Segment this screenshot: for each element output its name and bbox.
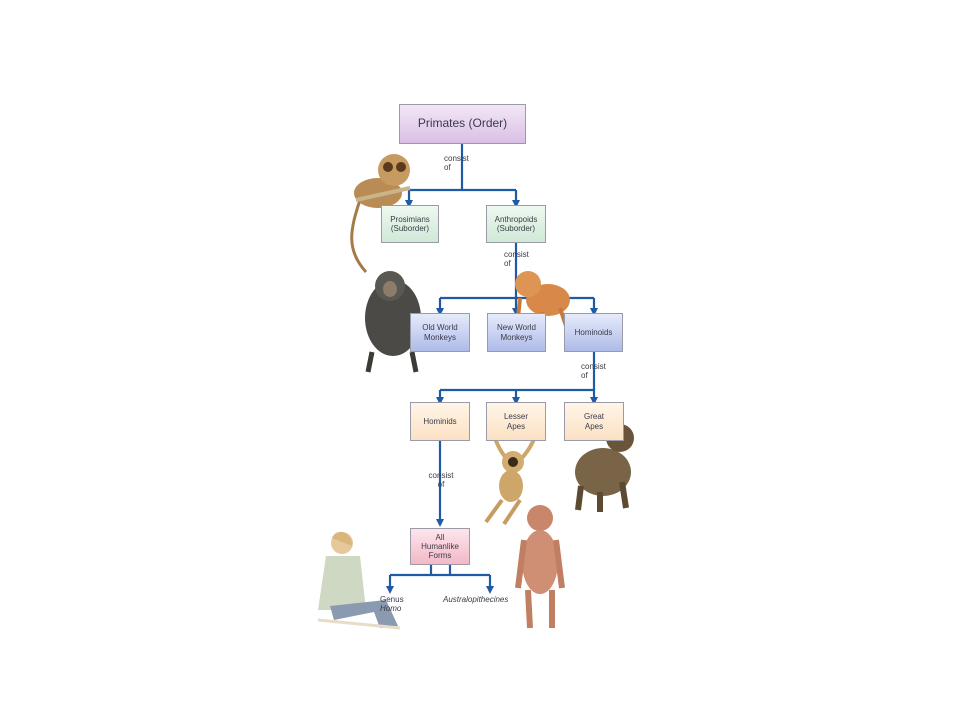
node-hominids: Hominids	[410, 402, 470, 441]
label-consist-of-3: consist of	[581, 362, 606, 380]
connectors	[386, 144, 598, 594]
node-lesser-apes-label: Lesser Apes	[503, 412, 528, 431]
new-world-monkey-illustration	[515, 271, 572, 345]
australopithecine-illustration	[515, 505, 565, 629]
node-new-world-monkeys-label: New World Monkeys	[497, 323, 536, 342]
node-anthropoids-label: Anthropoids (Suborder)	[494, 214, 538, 233]
node-old-world-monkeys-label: Old World Monkeys	[422, 323, 458, 342]
leaf-australopithecines: Australopithecines	[443, 595, 533, 605]
label-consist-of-2: consist of	[504, 250, 529, 268]
node-great-apes-label: Great Apes	[583, 412, 604, 431]
node-primates-order-label: Primates (Order)	[417, 116, 508, 131]
node-prosimians-label: Prosimians (Suborder)	[390, 214, 430, 233]
node-prosimians: Prosimians (Suborder)	[381, 205, 439, 243]
node-humanlike-forms: All Humanlike Forms	[410, 528, 470, 565]
leaf-genus-homo: Genus Homo	[380, 595, 420, 614]
old-world-monkey-illustration	[365, 271, 421, 373]
node-hominoids-label: Hominoids	[574, 327, 613, 337]
node-old-world-monkeys: Old World Monkeys	[410, 313, 470, 352]
node-anthropoids: Anthropoids (Suborder)	[486, 205, 546, 243]
node-new-world-monkeys: New World Monkeys	[487, 313, 546, 352]
node-hominoids: Hominoids	[564, 313, 623, 352]
leaf-australopithecines-label: Australopithecines	[443, 595, 509, 604]
node-great-apes: Great Apes	[564, 402, 624, 441]
leaf-genus-label: Genus	[380, 595, 404, 604]
node-hominids-label: Hominids	[423, 416, 457, 426]
node-humanlike-forms-label: All Humanlike Forms	[421, 532, 459, 561]
label-consist-of-1: consist of	[444, 154, 469, 172]
leaf-homo-label: Homo	[380, 603, 402, 613]
human-illustration	[317, 531, 401, 630]
node-lesser-apes: Lesser Apes	[486, 402, 546, 441]
label-consist-of-4: consist of	[428, 471, 454, 489]
node-primates-order: Primates (Order)	[399, 104, 526, 144]
tarsier-illustration	[350, 154, 411, 274]
